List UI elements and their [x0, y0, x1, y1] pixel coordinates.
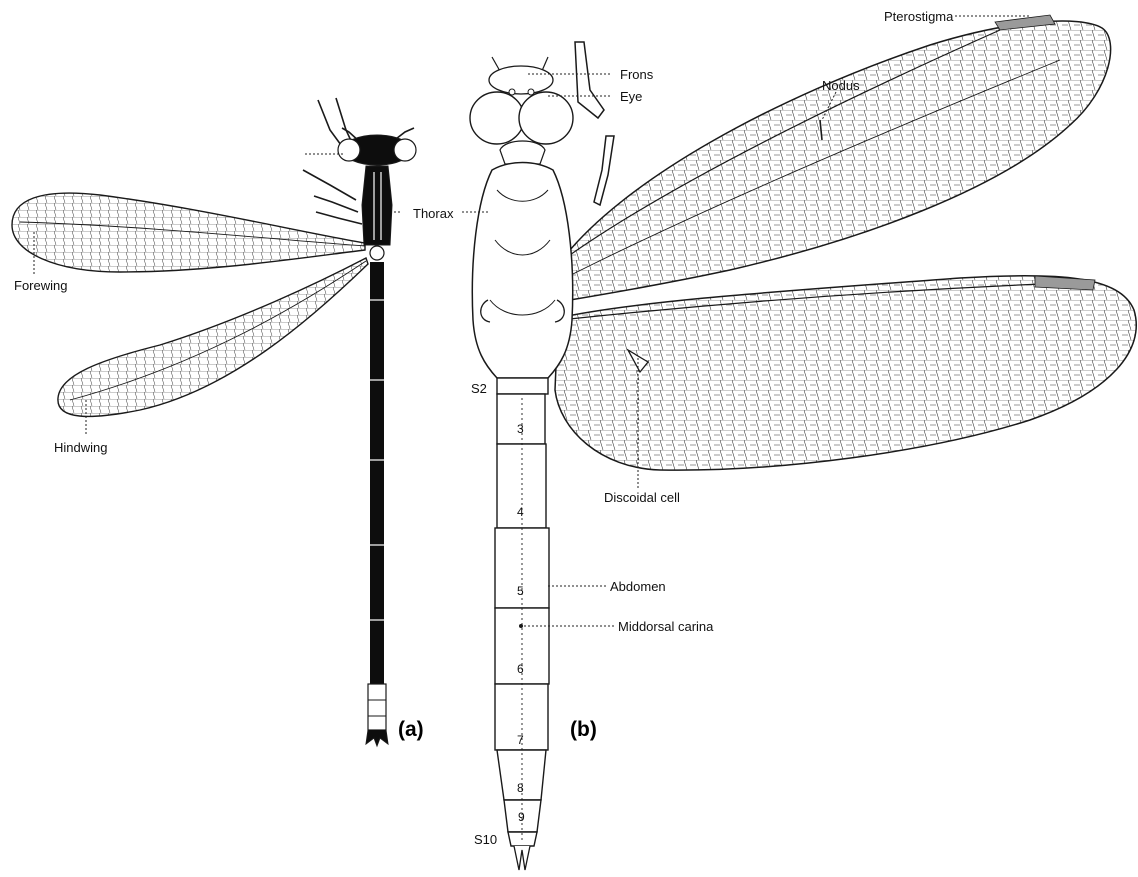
damselfly-hindwing	[58, 258, 368, 416]
label-frons: Frons	[620, 67, 653, 82]
segment-number: 7	[517, 733, 524, 747]
segment-number: 6	[517, 662, 524, 676]
dragonfly-thorax	[472, 163, 572, 379]
segment-number: 8	[517, 781, 524, 795]
label-middorsal-carina: Middorsal carina	[618, 619, 713, 634]
label-eye: Eye	[620, 89, 642, 104]
label-discoidal-cell: Discoidal cell	[604, 490, 680, 505]
dragonfly-b	[462, 15, 1136, 870]
panel-label-b: (b)	[570, 718, 597, 742]
segment-number: 4	[517, 505, 524, 519]
damselfly-a	[12, 98, 416, 746]
segment-number: 5	[517, 584, 524, 598]
label-s10: S10	[474, 832, 497, 847]
label-forewing: Forewing	[14, 278, 67, 293]
damselfly-thorax	[362, 166, 392, 245]
dragonfly-forewing	[558, 21, 1111, 300]
dragonfly-eye-left	[470, 92, 524, 144]
label-nodus: Nodus	[822, 78, 860, 93]
label-hindwing: Hindwing	[54, 440, 107, 455]
damselfly-abdomen	[370, 262, 384, 684]
label-thorax: Thorax	[413, 206, 453, 221]
dragonfly-hindwing	[555, 276, 1136, 470]
label-s2: S2	[471, 381, 487, 396]
label-pterostigma: Pterostigma	[884, 9, 953, 24]
dragonfly-eye-right	[519, 92, 573, 144]
damselfly-forewing	[12, 193, 365, 272]
segment-number: 9	[518, 810, 525, 824]
label-abdomen: Abdomen	[610, 579, 666, 594]
panel-label-a: (a)	[398, 718, 424, 742]
segment-number: 3	[517, 422, 524, 436]
